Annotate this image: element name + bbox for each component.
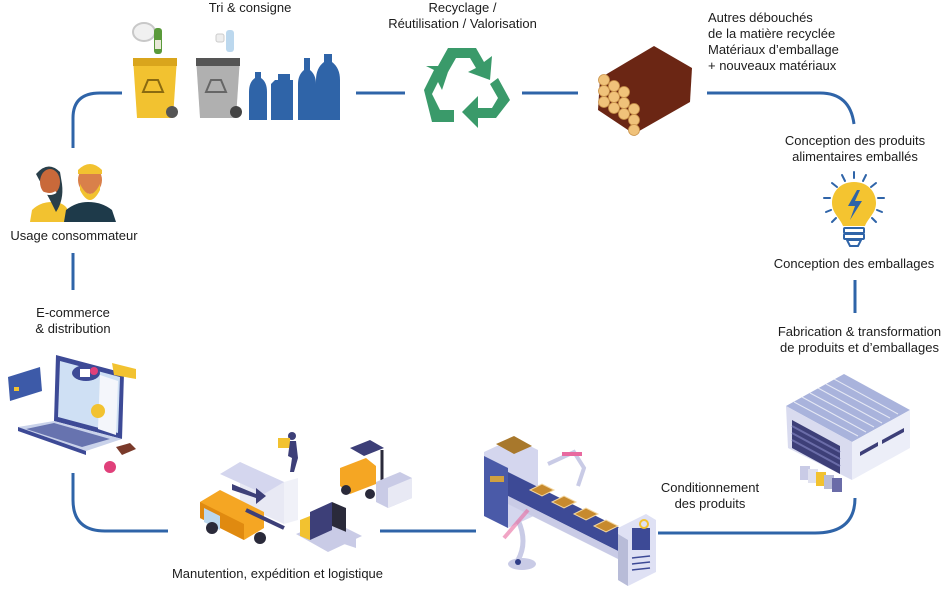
factory-warehouse-icon bbox=[782, 366, 912, 498]
step-label-tri: Tri & consigne bbox=[208, 0, 292, 15]
step-label-conception-produits: Conception des produits alimentaires emb… bbox=[784, 133, 926, 164]
lightbulb-icon bbox=[820, 170, 888, 250]
step-label-usage: Usage consommateur bbox=[10, 228, 138, 243]
step-label-ecommerce: E-commerce & distribution bbox=[35, 305, 111, 336]
connector-usage-to-tri bbox=[71, 91, 122, 148]
consumers-icon bbox=[28, 160, 124, 222]
step-label-conditionnement: Conditionnement des produits bbox=[660, 480, 760, 511]
packaging-line-icon bbox=[478, 432, 660, 592]
step-label-logistique: Manutention, expédition et logistique bbox=[171, 566, 384, 581]
laptop-shopping-icon bbox=[6, 343, 146, 477]
plastic-bottles-icon bbox=[249, 54, 340, 120]
credit-card-icon bbox=[8, 367, 42, 401]
log-pile-icon bbox=[594, 44, 694, 136]
step-label-conception-emballages: Conception des emballages bbox=[773, 256, 935, 271]
stacked-boxes-icon bbox=[800, 466, 842, 492]
grey-recycling-bin-icon bbox=[196, 30, 242, 118]
checkmark-badge-icon bbox=[104, 461, 116, 473]
pallet-boxes-icon bbox=[296, 502, 362, 552]
step-label-fabrication: Fabrication & transformation de produits… bbox=[777, 324, 942, 355]
worker-carrying-box-icon bbox=[278, 432, 298, 472]
step-label-recyclage: Recyclage / Réutilisation / Valorisation bbox=[388, 0, 537, 31]
connector-logistique-to-ecommerce bbox=[71, 473, 168, 533]
truck-forklift-icon bbox=[190, 428, 415, 558]
step-label-debouches: Autres débouchés de la matière recyclée … bbox=[708, 10, 839, 73]
yellow-recycling-bin-icon bbox=[132, 22, 178, 118]
tri-consigne-illustration bbox=[128, 20, 358, 120]
speech-bubble-rating-icon bbox=[112, 363, 136, 379]
connector-fabrication-to-conditionnement bbox=[658, 497, 857, 535]
connector-debouches-to-conception bbox=[707, 91, 856, 125]
forklift-icon bbox=[340, 440, 412, 508]
recycle-arrows-icon bbox=[418, 42, 510, 130]
